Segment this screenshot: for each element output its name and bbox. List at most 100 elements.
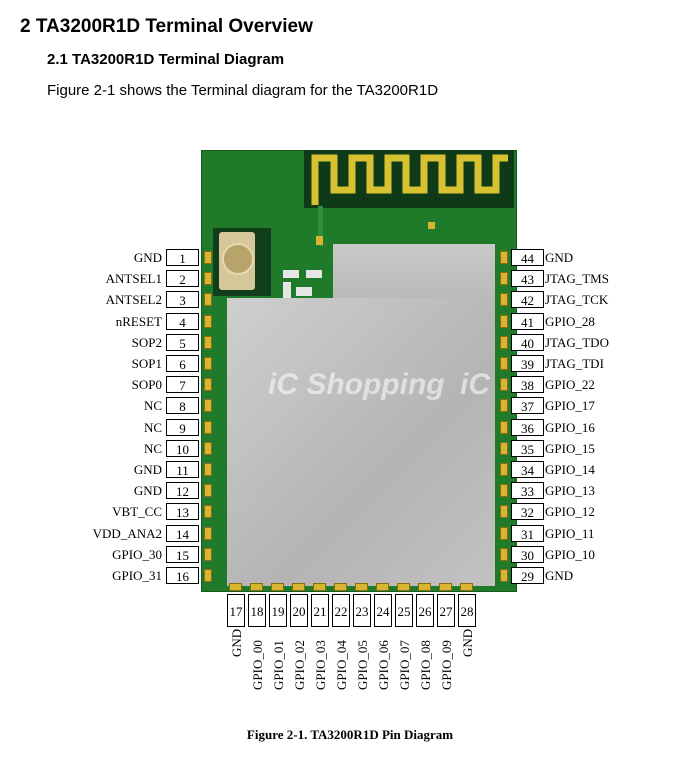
pin-number: 3 bbox=[166, 291, 199, 309]
pin-pad bbox=[204, 420, 212, 434]
pin-pad bbox=[204, 399, 212, 413]
pin-pad bbox=[376, 583, 389, 591]
pin-number: 26 bbox=[416, 594, 434, 627]
pin-number: 29 bbox=[511, 567, 544, 584]
section-heading: 2 TA3200R1D Terminal Overview bbox=[20, 16, 313, 37]
pin-name: GPIO_16 bbox=[545, 419, 595, 435]
pin-number: 44 bbox=[511, 249, 544, 266]
pin-number: 7 bbox=[166, 376, 199, 394]
rf-shield bbox=[227, 298, 495, 586]
pin-name: GPIO_01 bbox=[271, 640, 286, 691]
watermark-logo: iC Shopping bbox=[268, 368, 445, 401]
pin-number: 15 bbox=[166, 545, 199, 563]
pin-name: GPIO_06 bbox=[376, 640, 391, 691]
pin-name: GPIO_22 bbox=[545, 377, 595, 393]
pin-name: GND bbox=[229, 628, 244, 657]
pin-number: 34 bbox=[511, 461, 544, 478]
pin-pad bbox=[500, 526, 508, 540]
pin-pad bbox=[500, 314, 508, 328]
pin-name: GPIO_13 bbox=[545, 483, 595, 499]
pin-number: 28 bbox=[458, 594, 476, 627]
pin-name: GND bbox=[545, 568, 574, 583]
pin-pad bbox=[500, 378, 508, 392]
pin-pad bbox=[204, 314, 212, 328]
pin-pad bbox=[204, 505, 212, 519]
pin-pad bbox=[500, 399, 508, 413]
pin-number: 10 bbox=[166, 439, 199, 457]
pin-name: nRESET bbox=[115, 313, 162, 329]
pin-number: 8 bbox=[166, 397, 199, 415]
pin-pad bbox=[204, 484, 212, 498]
pcb-antenna bbox=[304, 150, 514, 208]
pin-name: GPIO_05 bbox=[355, 640, 370, 691]
antenna-trace bbox=[318, 206, 323, 246]
pin-name: GPIO_12 bbox=[545, 504, 595, 520]
pin-number: 19 bbox=[269, 594, 287, 627]
pin-number: 30 bbox=[511, 545, 544, 563]
pin-number: 4 bbox=[166, 312, 199, 330]
pin-number: 16 bbox=[166, 567, 199, 584]
pin-number: 6 bbox=[166, 355, 199, 372]
pin-number: 9 bbox=[166, 418, 199, 436]
pin-name: GPIO_30 bbox=[112, 546, 162, 562]
pin-name: GPIO_03 bbox=[313, 640, 328, 691]
test-pad bbox=[428, 222, 435, 229]
pin-pad bbox=[204, 441, 212, 455]
pin-number: 1 bbox=[166, 249, 199, 266]
pin-name: GND bbox=[133, 462, 162, 477]
pin-name: GND bbox=[133, 250, 162, 265]
smd-component bbox=[306, 270, 322, 278]
smd-component bbox=[283, 270, 299, 278]
pin-number: 36 bbox=[511, 418, 544, 436]
pin-pad bbox=[439, 583, 452, 591]
pin-name: GPIO_10 bbox=[545, 546, 595, 562]
pin-number: 38 bbox=[511, 376, 544, 394]
pin-number: 43 bbox=[511, 270, 544, 288]
pin-pad bbox=[460, 583, 473, 591]
pin-name: GPIO_28 bbox=[545, 313, 595, 329]
smd-component bbox=[296, 287, 312, 296]
pin-pad bbox=[500, 441, 508, 455]
pin-name: JTAG_TMS bbox=[545, 271, 609, 287]
pin-name: SOP2 bbox=[131, 334, 162, 350]
pin-name: GPIO_08 bbox=[418, 640, 433, 691]
pin-name: JTAG_TCK bbox=[545, 292, 609, 308]
pin-number: 25 bbox=[395, 594, 413, 627]
pin-pad bbox=[500, 357, 508, 370]
pin-name: ANTSEL1 bbox=[105, 271, 162, 287]
pin-name: JTAG_TDI bbox=[545, 356, 604, 371]
pin-name: NC bbox=[143, 440, 162, 456]
pin-name: GPIO_11 bbox=[545, 525, 595, 541]
pin-name: JTAG_TDO bbox=[545, 334, 609, 350]
intro-text: Figure 2-1 shows the Terminal diagram fo… bbox=[47, 82, 439, 99]
pin-name: GPIO_14 bbox=[545, 462, 595, 477]
pin-pad bbox=[500, 463, 508, 476]
pin-pad bbox=[204, 335, 212, 349]
pin-number: 22 bbox=[332, 594, 350, 627]
pin-number: 24 bbox=[374, 594, 392, 627]
pin-number: 31 bbox=[511, 524, 544, 542]
pin-name: VBT_CC bbox=[112, 504, 162, 520]
pin-pad bbox=[355, 583, 368, 591]
pin-number: 14 bbox=[166, 524, 199, 542]
pin-number: 5 bbox=[166, 333, 199, 351]
pin-pad bbox=[229, 583, 242, 591]
pin-pad bbox=[204, 272, 212, 286]
pin-pad bbox=[500, 569, 508, 582]
pin-pad bbox=[334, 583, 347, 591]
pin-pad bbox=[500, 547, 508, 561]
pin-pad bbox=[271, 583, 284, 591]
antenna-pad bbox=[316, 236, 323, 245]
pin-pad bbox=[500, 251, 508, 264]
rf-shield bbox=[333, 244, 495, 304]
pin-name: GPIO_17 bbox=[545, 398, 595, 414]
pin-number: 17 bbox=[227, 594, 245, 627]
pin-name: GPIO_02 bbox=[292, 640, 307, 691]
pin-pad bbox=[204, 378, 212, 392]
pin-pad bbox=[500, 420, 508, 434]
pin-number: 2 bbox=[166, 270, 199, 288]
pin-number: 20 bbox=[290, 594, 308, 627]
pin-number: 42 bbox=[511, 291, 544, 309]
pin-pad bbox=[204, 357, 212, 370]
pin-number: 13 bbox=[166, 503, 199, 521]
